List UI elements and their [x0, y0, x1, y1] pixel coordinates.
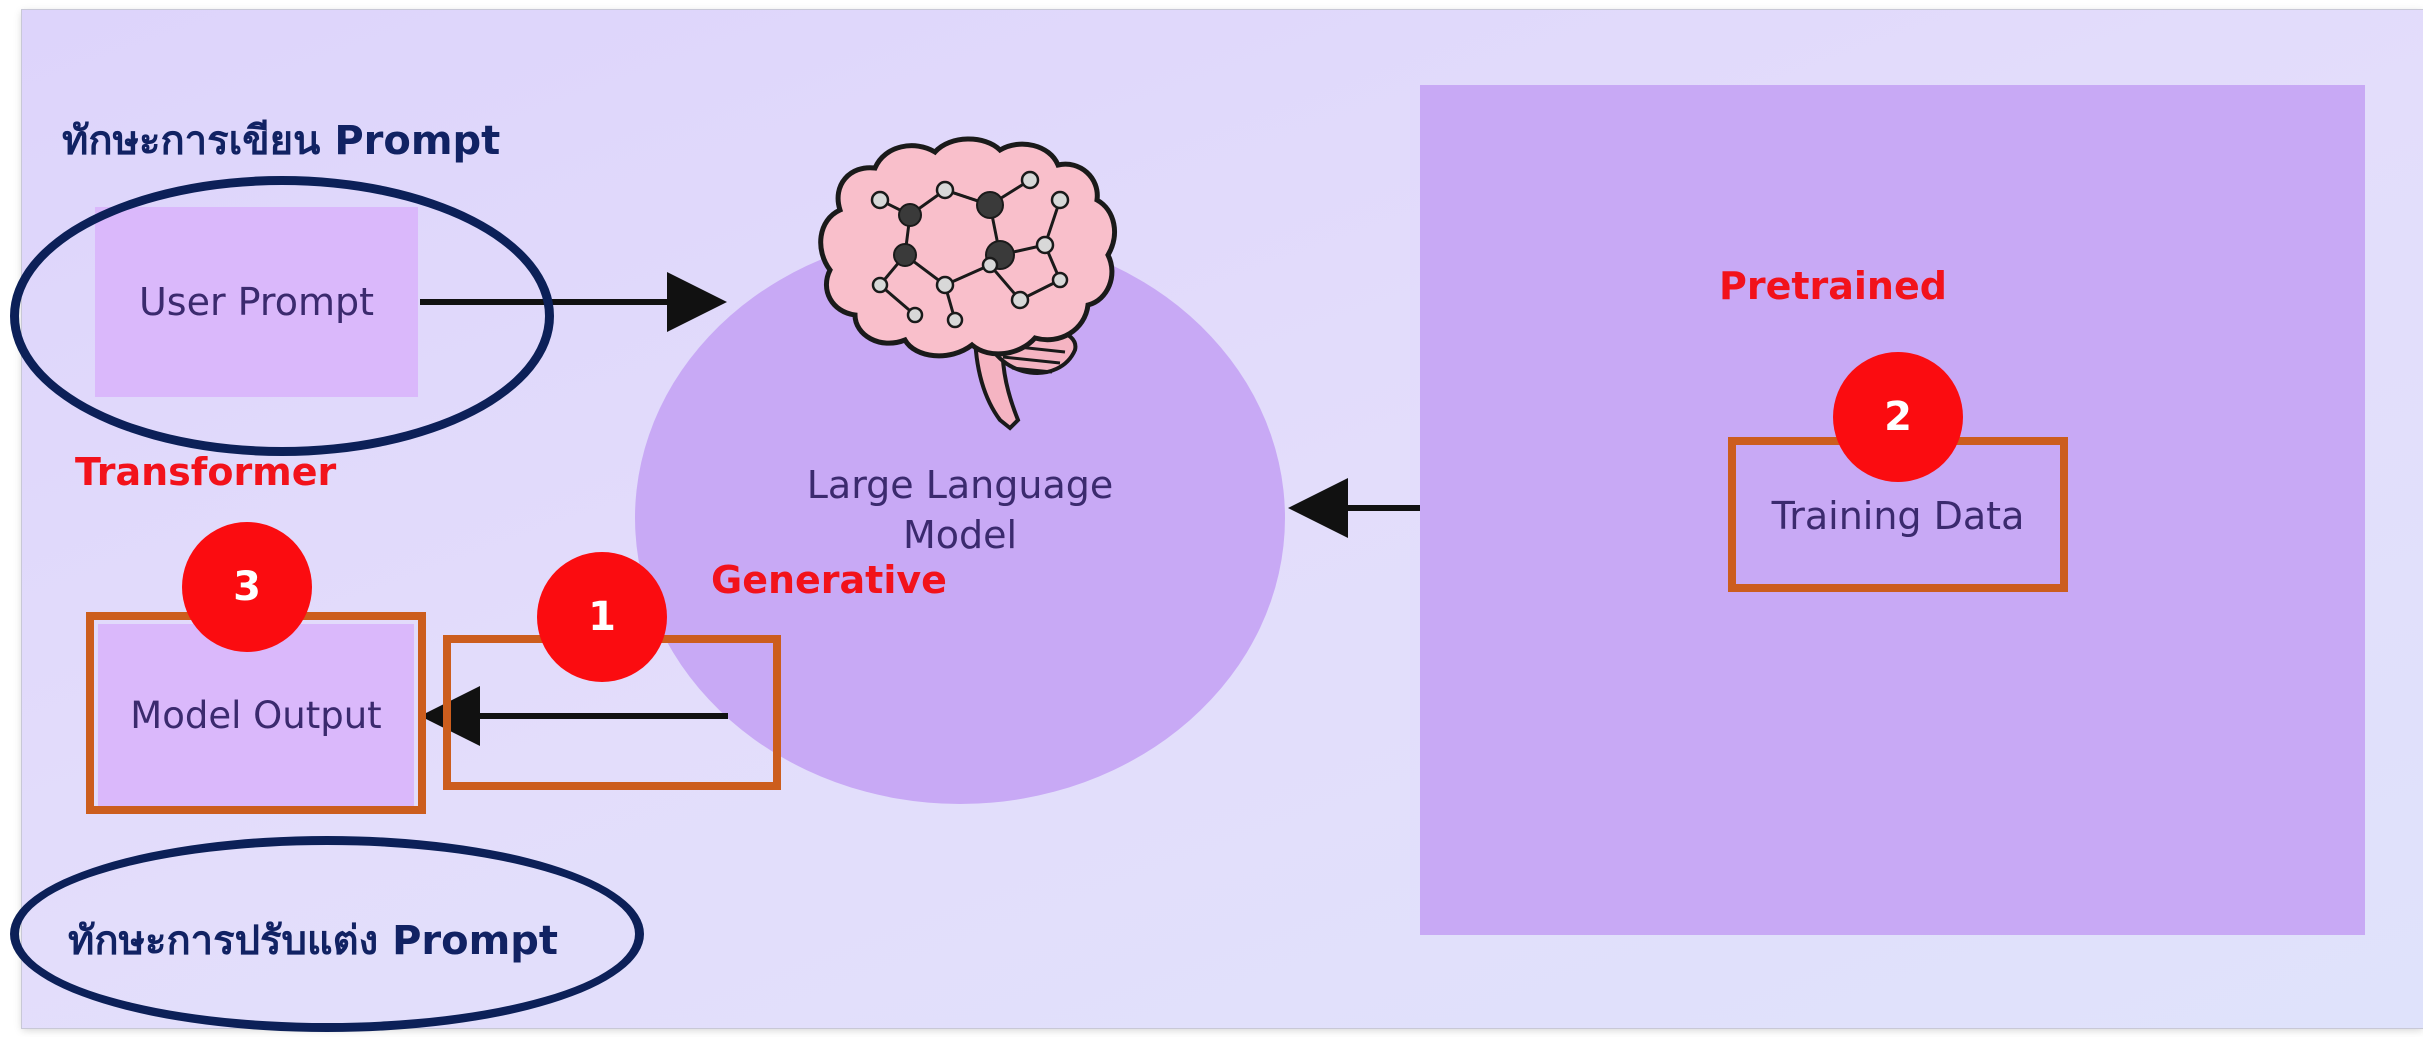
training-data-box: Training Data	[1732, 444, 2064, 587]
training-data-panel	[1420, 85, 2365, 935]
pretrained-label: Pretrained	[1719, 264, 1947, 308]
prompt-refining-skill-heading: ทักษะการปรับแต่ง Prompt	[68, 918, 559, 964]
ellipse-user-prompt	[10, 176, 554, 456]
badge-three: 3	[182, 522, 312, 652]
badge-one: 1	[537, 552, 667, 682]
training-data-label: Training Data	[1771, 493, 2025, 538]
badge-two: 2	[1833, 352, 1963, 482]
llm-label: Large Language Model	[760, 460, 1160, 560]
transformer-label: Transformer	[75, 450, 337, 494]
model-output-box: Model Output	[98, 624, 414, 806]
llm-label-line2: Model	[902, 513, 1018, 557]
ellipse-refining-skill	[10, 836, 644, 1032]
generative-label: Generative	[711, 558, 947, 602]
model-output-label: Model Output	[130, 693, 382, 737]
llm-label-line1: Large Language	[806, 463, 1114, 507]
prompt-writing-skill-heading: ทักษะการเขียน Prompt	[62, 118, 501, 164]
